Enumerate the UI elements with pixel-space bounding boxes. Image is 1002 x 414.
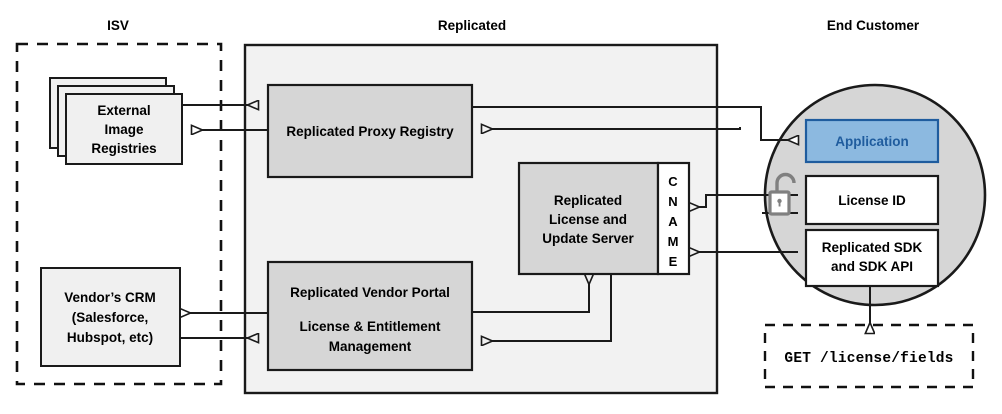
sdk-label-line1: Replicated SDK (822, 240, 923, 255)
api-call-box[interactable]: GET /license/fields (763, 323, 975, 389)
cname-letter-0: C (668, 174, 678, 189)
vendor-portal-rect (266, 260, 474, 372)
external-registries-label-line1: External (97, 103, 150, 118)
license-id-rect (804, 174, 940, 226)
application-box[interactable]: Application (804, 118, 940, 164)
license-id-box[interactable]: License ID (804, 174, 940, 226)
proxy-registry-label: Replicated Proxy Registry (286, 124, 454, 139)
sdk-label-line2: and SDK API (831, 259, 913, 274)
arrow-vendor-portal-to-server (472, 274, 589, 313)
vendor-crm-box[interactable]: Vendor’s CRM (Salesforce, Hubspot, etc) (40, 267, 181, 367)
vendor-crm-label-line2: (Salesforce, (72, 310, 149, 325)
external-registries-label-line3: Registries (91, 141, 156, 156)
replicated-vendor-portal-box[interactable]: Replicated Vendor Portal License & Entit… (266, 260, 474, 372)
license-id-label: License ID (838, 193, 906, 208)
vendor-portal-label-line2: License & Entitlement (299, 319, 441, 334)
arrow-proxy-to-application (472, 106, 798, 140)
proxy-registry-rect (266, 83, 474, 179)
cname-rect (656, 161, 691, 276)
vendor-portal-label-line3: Management (329, 339, 412, 354)
application-rect (804, 118, 940, 164)
replicated-license-update-server-box[interactable]: Replicated License and Update Server (517, 161, 660, 276)
vendor-crm-rect (40, 267, 181, 367)
license-update-server-label-line3: Update Server (542, 231, 634, 246)
license-update-server-label-line1: Replicated (554, 193, 622, 208)
api-call-rect (763, 323, 975, 389)
license-update-server-label-line2: License and (549, 212, 627, 227)
replicated-group-title: Replicated (438, 18, 506, 33)
arrow-licenseid-to-cname (689, 194, 798, 207)
isv-boundary (15, 42, 223, 386)
vendor-crm-label-line1: Vendor’s CRM (64, 290, 156, 305)
vendor-portal-label-line1: Replicated Vendor Portal (290, 285, 450, 300)
arrow-application-to-proxy (482, 127, 741, 129)
external-image-registries-stack[interactable]: External Image Registries (49, 77, 183, 165)
cname-letter-4: E (669, 254, 678, 269)
application-label: Application (835, 134, 909, 149)
external-registries-label-line2: Image (104, 122, 144, 137)
cname-letter-1: N (668, 194, 677, 209)
replicated-proxy-registry-box[interactable]: Replicated Proxy Registry (266, 83, 474, 179)
cname-letter-3: M (668, 234, 679, 249)
cname-letter-2: A (668, 214, 678, 229)
license-update-server-rect (517, 161, 660, 276)
cname-column[interactable]: C N A M E (656, 161, 691, 276)
api-call-label: GET /license/fields (784, 351, 953, 367)
isv-group-title: ISV (107, 18, 129, 33)
unlocked-padlock-icon (768, 172, 796, 216)
replicated-sdk-box[interactable]: Replicated SDK and SDK API (804, 228, 940, 288)
end-customer-group-title: End Customer (827, 18, 920, 33)
registry-card-front (65, 93, 183, 165)
sdk-rect (804, 228, 940, 288)
vendor-crm-label-line3: Hubspot, etc) (67, 330, 153, 345)
